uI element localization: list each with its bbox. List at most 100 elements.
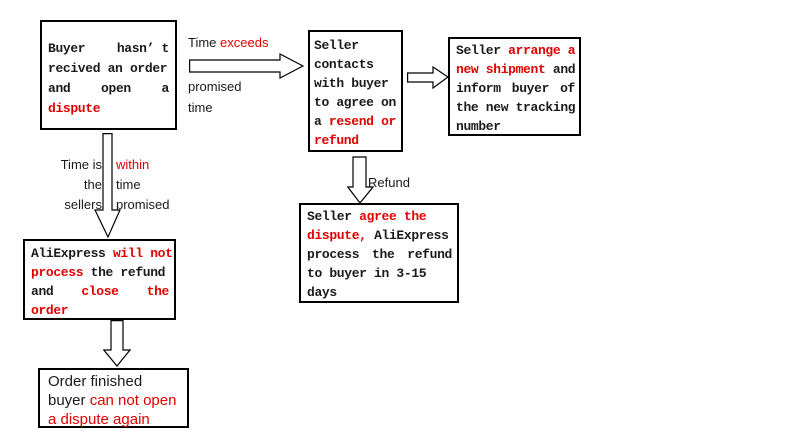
emphasis-text-segment: new shipment (456, 62, 546, 77)
text-line: Buyer hasn’ t (48, 39, 169, 59)
text-line: Time exceeds (188, 33, 268, 53)
text-line: dispute (48, 99, 169, 119)
text-segment: time (116, 177, 141, 192)
text-line: buyer can not open (48, 391, 181, 410)
text-line: with buyer (314, 74, 398, 93)
text-line: within (116, 155, 169, 175)
text-segment: open (101, 81, 131, 96)
text-line: recived an order (48, 59, 169, 79)
text-segment: recived an order (48, 61, 168, 76)
text-segment: Seller (456, 43, 509, 58)
text-segment: Order finished (48, 373, 143, 390)
text-segment: promised (188, 79, 242, 94)
text-line: and close the (31, 282, 169, 301)
text-segment: the refund (83, 265, 166, 280)
text-line: Seller agree the (307, 207, 452, 226)
text-line: the (40, 175, 102, 195)
text-segment: the (372, 247, 395, 262)
text-segment: Seller (314, 38, 359, 53)
emphasis-text-segment: agree the (359, 209, 427, 224)
text-line: AliExpress will not (31, 244, 173, 263)
text-line: promised (188, 76, 241, 97)
text-segment: and (31, 284, 54, 299)
emphasis-text-segment: arrange a (508, 43, 576, 58)
emphasis-text-segment: the (146, 284, 170, 299)
emphasis-text-segment: close (81, 284, 119, 299)
text-segment: the new tracking (456, 100, 576, 115)
emphasis-text-segment: dispute (48, 101, 101, 116)
text-segment: promised (116, 197, 170, 212)
text-line: Seller (314, 36, 398, 55)
text-segment: Time (188, 35, 221, 50)
emphasis-text-segment: refund (314, 133, 359, 148)
text-segment: inform (456, 81, 501, 96)
text-line: to agree on (314, 93, 398, 112)
emphasis-text-segment: within (116, 157, 150, 172)
text-line: number (456, 117, 575, 136)
text-line: dispute, AliExpress (307, 226, 452, 245)
text-segment: hasn’ t (116, 41, 170, 56)
label-time-within-right: within time promised (116, 155, 169, 215)
emphasis-text-segment: can not open (89, 392, 177, 409)
emphasis-text-segment: process (31, 265, 84, 280)
text-line: Time is (40, 155, 102, 175)
text-line: Refund (368, 173, 410, 193)
text-line: process the refund (31, 263, 169, 282)
text-segment: AliExpress (31, 246, 113, 261)
emphasis-text-segment: exceeds (220, 35, 269, 50)
text-line: to buyer in 3-15 (307, 264, 452, 283)
text-segment: a (314, 114, 329, 129)
text-segment: and (48, 81, 71, 96)
emphasis-text-segment: order (31, 303, 69, 318)
emphasis-text-segment: a dispute again (48, 411, 150, 428)
right-arrow-icon (407, 66, 449, 89)
text-segment: Time is (60, 157, 102, 172)
text-segment: refund (407, 247, 452, 262)
text-line: time (188, 97, 241, 118)
text-segment: Refund (368, 175, 410, 190)
label-refund: Refund (368, 173, 410, 193)
label-time-exceeds: Time exceeds (188, 33, 268, 53)
text-line: time (116, 175, 169, 195)
down-arrow-icon (347, 155, 374, 205)
text-line: process the refund (307, 245, 452, 264)
emphasis-text-segment: dispute, (307, 228, 367, 243)
text-line: Seller arrange a (456, 41, 576, 60)
text-segment: AliExpress (366, 228, 449, 243)
text-segment: to agree on (314, 95, 396, 110)
text-segment: to buyer in 3-15 (307, 266, 427, 281)
text-segment: time (188, 100, 213, 115)
text-segment: with buyer (314, 76, 389, 91)
text-segment: and (545, 62, 576, 77)
text-line: order (31, 301, 169, 320)
text-line: promised (116, 195, 169, 215)
text-segment: a (161, 81, 170, 96)
text-line: contacts (314, 55, 398, 74)
text-line: and open a (48, 79, 169, 99)
text-line: Order finished (48, 372, 181, 391)
text-line: a dispute again (48, 410, 181, 429)
text-line: days (307, 283, 452, 302)
emphasis-text-segment: will not (112, 246, 173, 261)
text-line: the new tracking (456, 98, 576, 117)
text-segment: of (560, 81, 575, 96)
text-segment: Seller (307, 209, 360, 224)
down-arrow-icon (93, 133, 121, 238)
text-line: sellers (40, 195, 102, 215)
text-segment: buyer (48, 392, 90, 409)
text-segment: Buyer (48, 41, 86, 56)
text-segment: process (307, 247, 360, 262)
text-segment: days (307, 285, 337, 300)
text-line: new shipment and (456, 60, 576, 79)
right-arrow-icon (189, 53, 304, 79)
box-buyer-opens-dispute: Buyer hasn’ t recived an order and open a disp… (40, 20, 177, 130)
down-arrow-icon (103, 320, 131, 367)
